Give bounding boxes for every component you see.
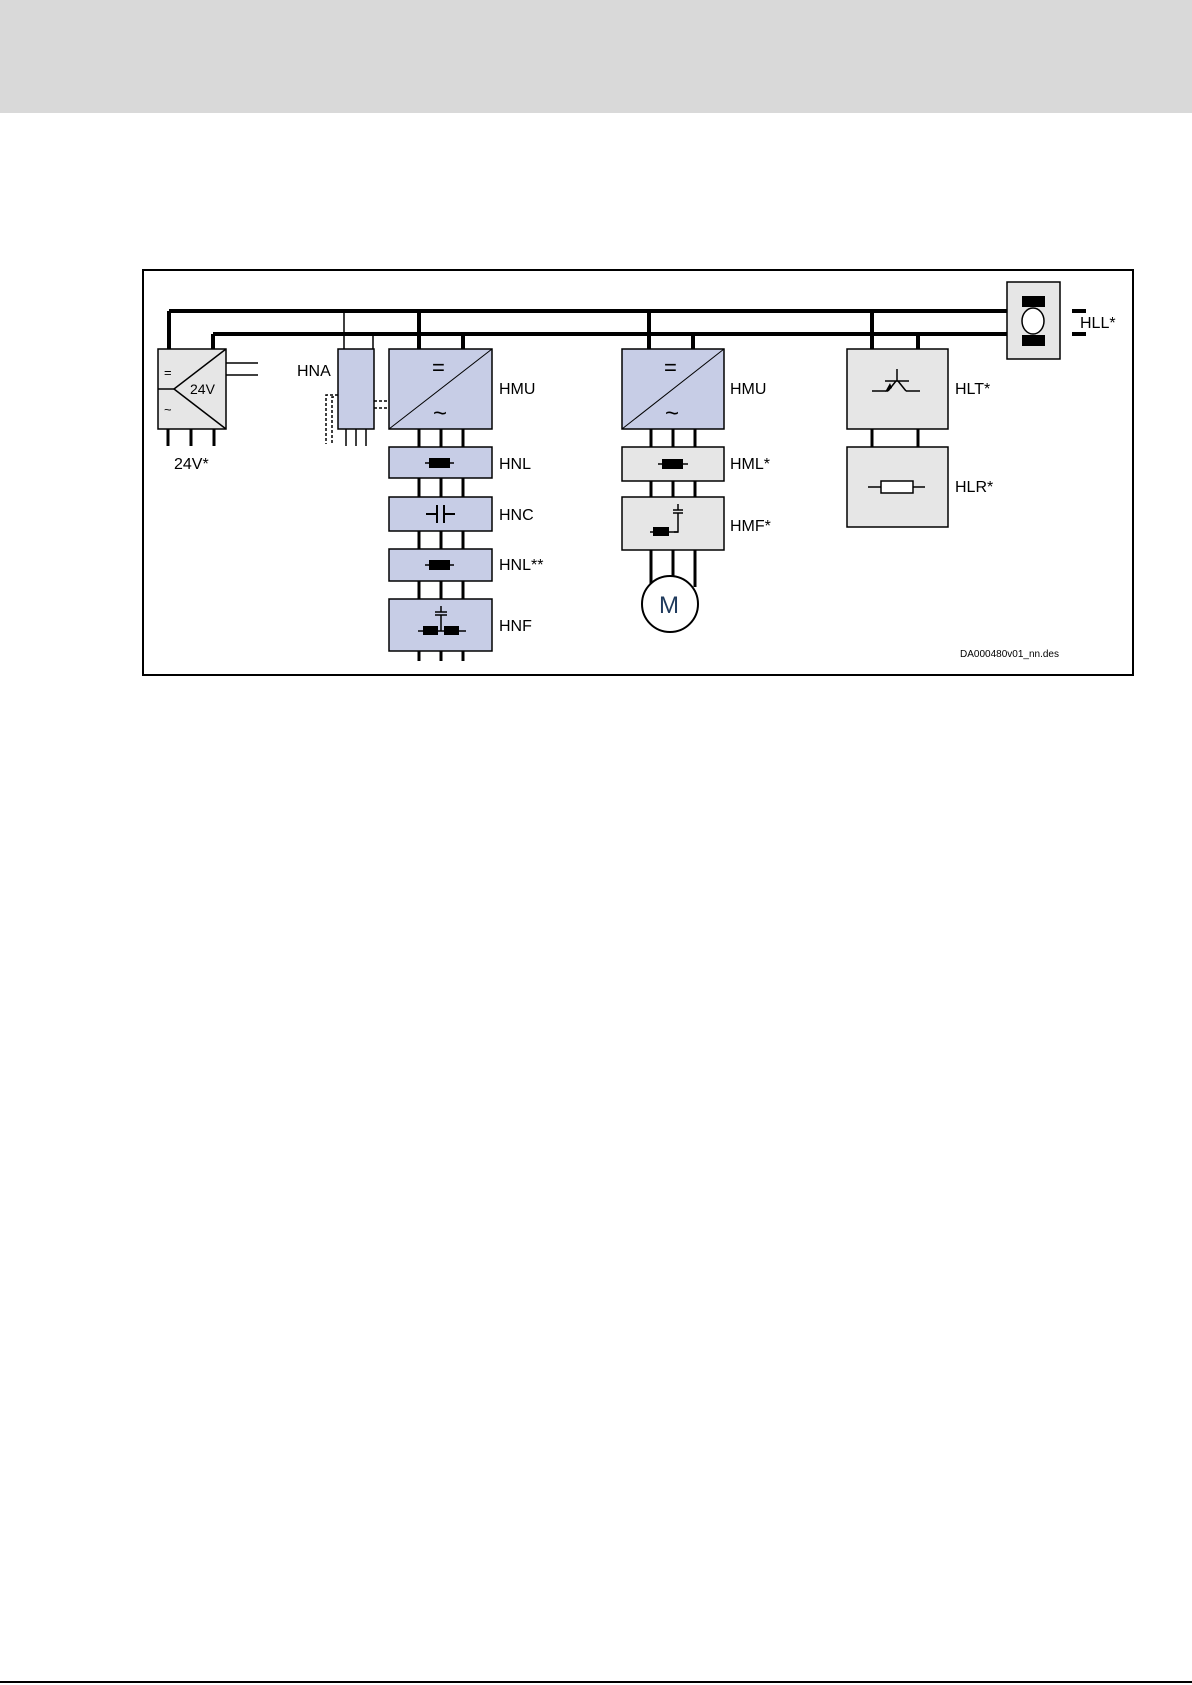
page-header-band: [0, 0, 1192, 113]
dc-symbol: =: [432, 355, 445, 380]
document-id: DA000480v01_nn.des: [960, 649, 1059, 660]
supply-24v-label: 24V*: [174, 456, 209, 473]
hll-unit: [1007, 282, 1060, 359]
motor-symbol: M: [659, 592, 679, 619]
ac-symbol: ~: [665, 400, 679, 427]
hlt-box: [847, 349, 948, 429]
hnf-label: HNF: [499, 618, 532, 635]
hlr-label: HLR*: [955, 479, 993, 496]
hnc-label: HNC: [499, 507, 534, 524]
hmf-label: HMF*: [730, 518, 771, 535]
hmu-left-label: HMU: [499, 381, 535, 398]
hna-label: HNA: [297, 363, 331, 380]
hnl-label: HNL: [499, 456, 531, 473]
dc-symbol: =: [664, 355, 677, 380]
hml-label: HML*: [730, 456, 770, 473]
ac-symbol: ~: [433, 400, 447, 427]
hnl-star-label: HNL**: [499, 557, 543, 574]
hlt-label: HLT*: [955, 381, 990, 398]
dc-symbol: =: [164, 365, 172, 380]
hll-label: HLL*: [1080, 315, 1116, 332]
hnc-box: [389, 497, 492, 531]
hmu-right-label: HMU: [730, 381, 766, 398]
footer-rule: [0, 1681, 1192, 1683]
left-drive-column: = ~: [389, 349, 492, 661]
system-diagram: = ~ 24V 24V* HNA = ~: [142, 269, 1134, 676]
hmf-box: [622, 497, 724, 550]
ac-symbol: ~: [164, 402, 172, 417]
supply-inner-label: 24V: [190, 381, 216, 397]
